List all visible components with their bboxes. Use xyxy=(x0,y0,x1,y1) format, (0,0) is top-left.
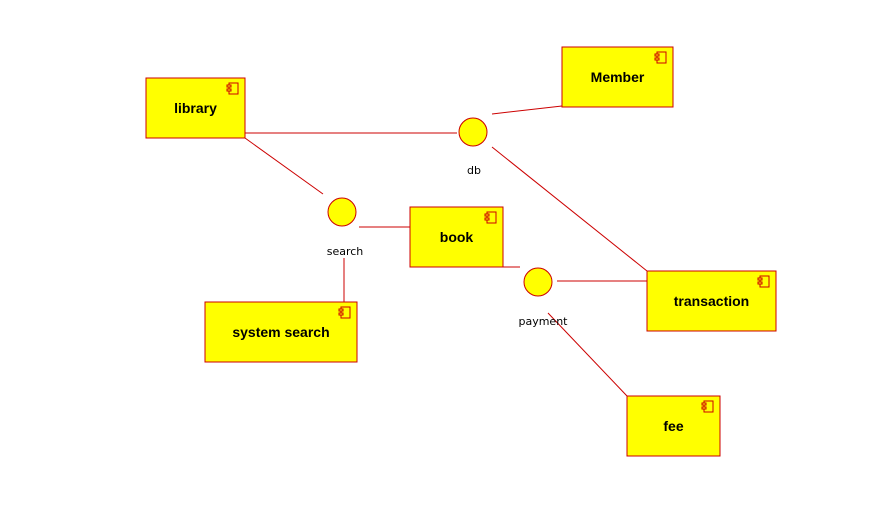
component-system-search[interactable]: system search xyxy=(204,301,358,363)
component-icon xyxy=(338,306,351,319)
component-book[interactable]: book xyxy=(409,206,504,268)
component-label: fee xyxy=(663,418,683,434)
component-transaction[interactable]: transaction xyxy=(646,270,777,332)
component-icon xyxy=(757,275,770,288)
component-icon xyxy=(226,82,239,95)
component-label: Member xyxy=(591,69,645,85)
component-fee[interactable]: fee xyxy=(626,395,721,457)
component-library[interactable]: library xyxy=(145,77,246,139)
interface-label: db xyxy=(467,164,481,177)
interface-db[interactable]: db xyxy=(458,117,488,177)
connector-member-db xyxy=(491,105,563,115)
component-icon xyxy=(654,51,667,64)
component-label: transaction xyxy=(674,293,749,309)
connector-payment-fee xyxy=(547,312,628,397)
interface-payment[interactable]: payment xyxy=(518,267,568,328)
component-label: system search xyxy=(232,324,329,340)
component-icon xyxy=(484,211,497,224)
component-label: library xyxy=(174,100,217,116)
connector-db-transaction xyxy=(491,146,648,272)
component-member[interactable]: Member xyxy=(561,46,674,108)
component-label: book xyxy=(440,229,474,245)
connectors xyxy=(244,105,648,397)
component-icon xyxy=(701,400,714,413)
connector-library-search xyxy=(244,137,324,195)
interface-label: search xyxy=(327,245,364,258)
interface-label: payment xyxy=(518,315,568,328)
interface-search[interactable]: search xyxy=(327,197,364,258)
